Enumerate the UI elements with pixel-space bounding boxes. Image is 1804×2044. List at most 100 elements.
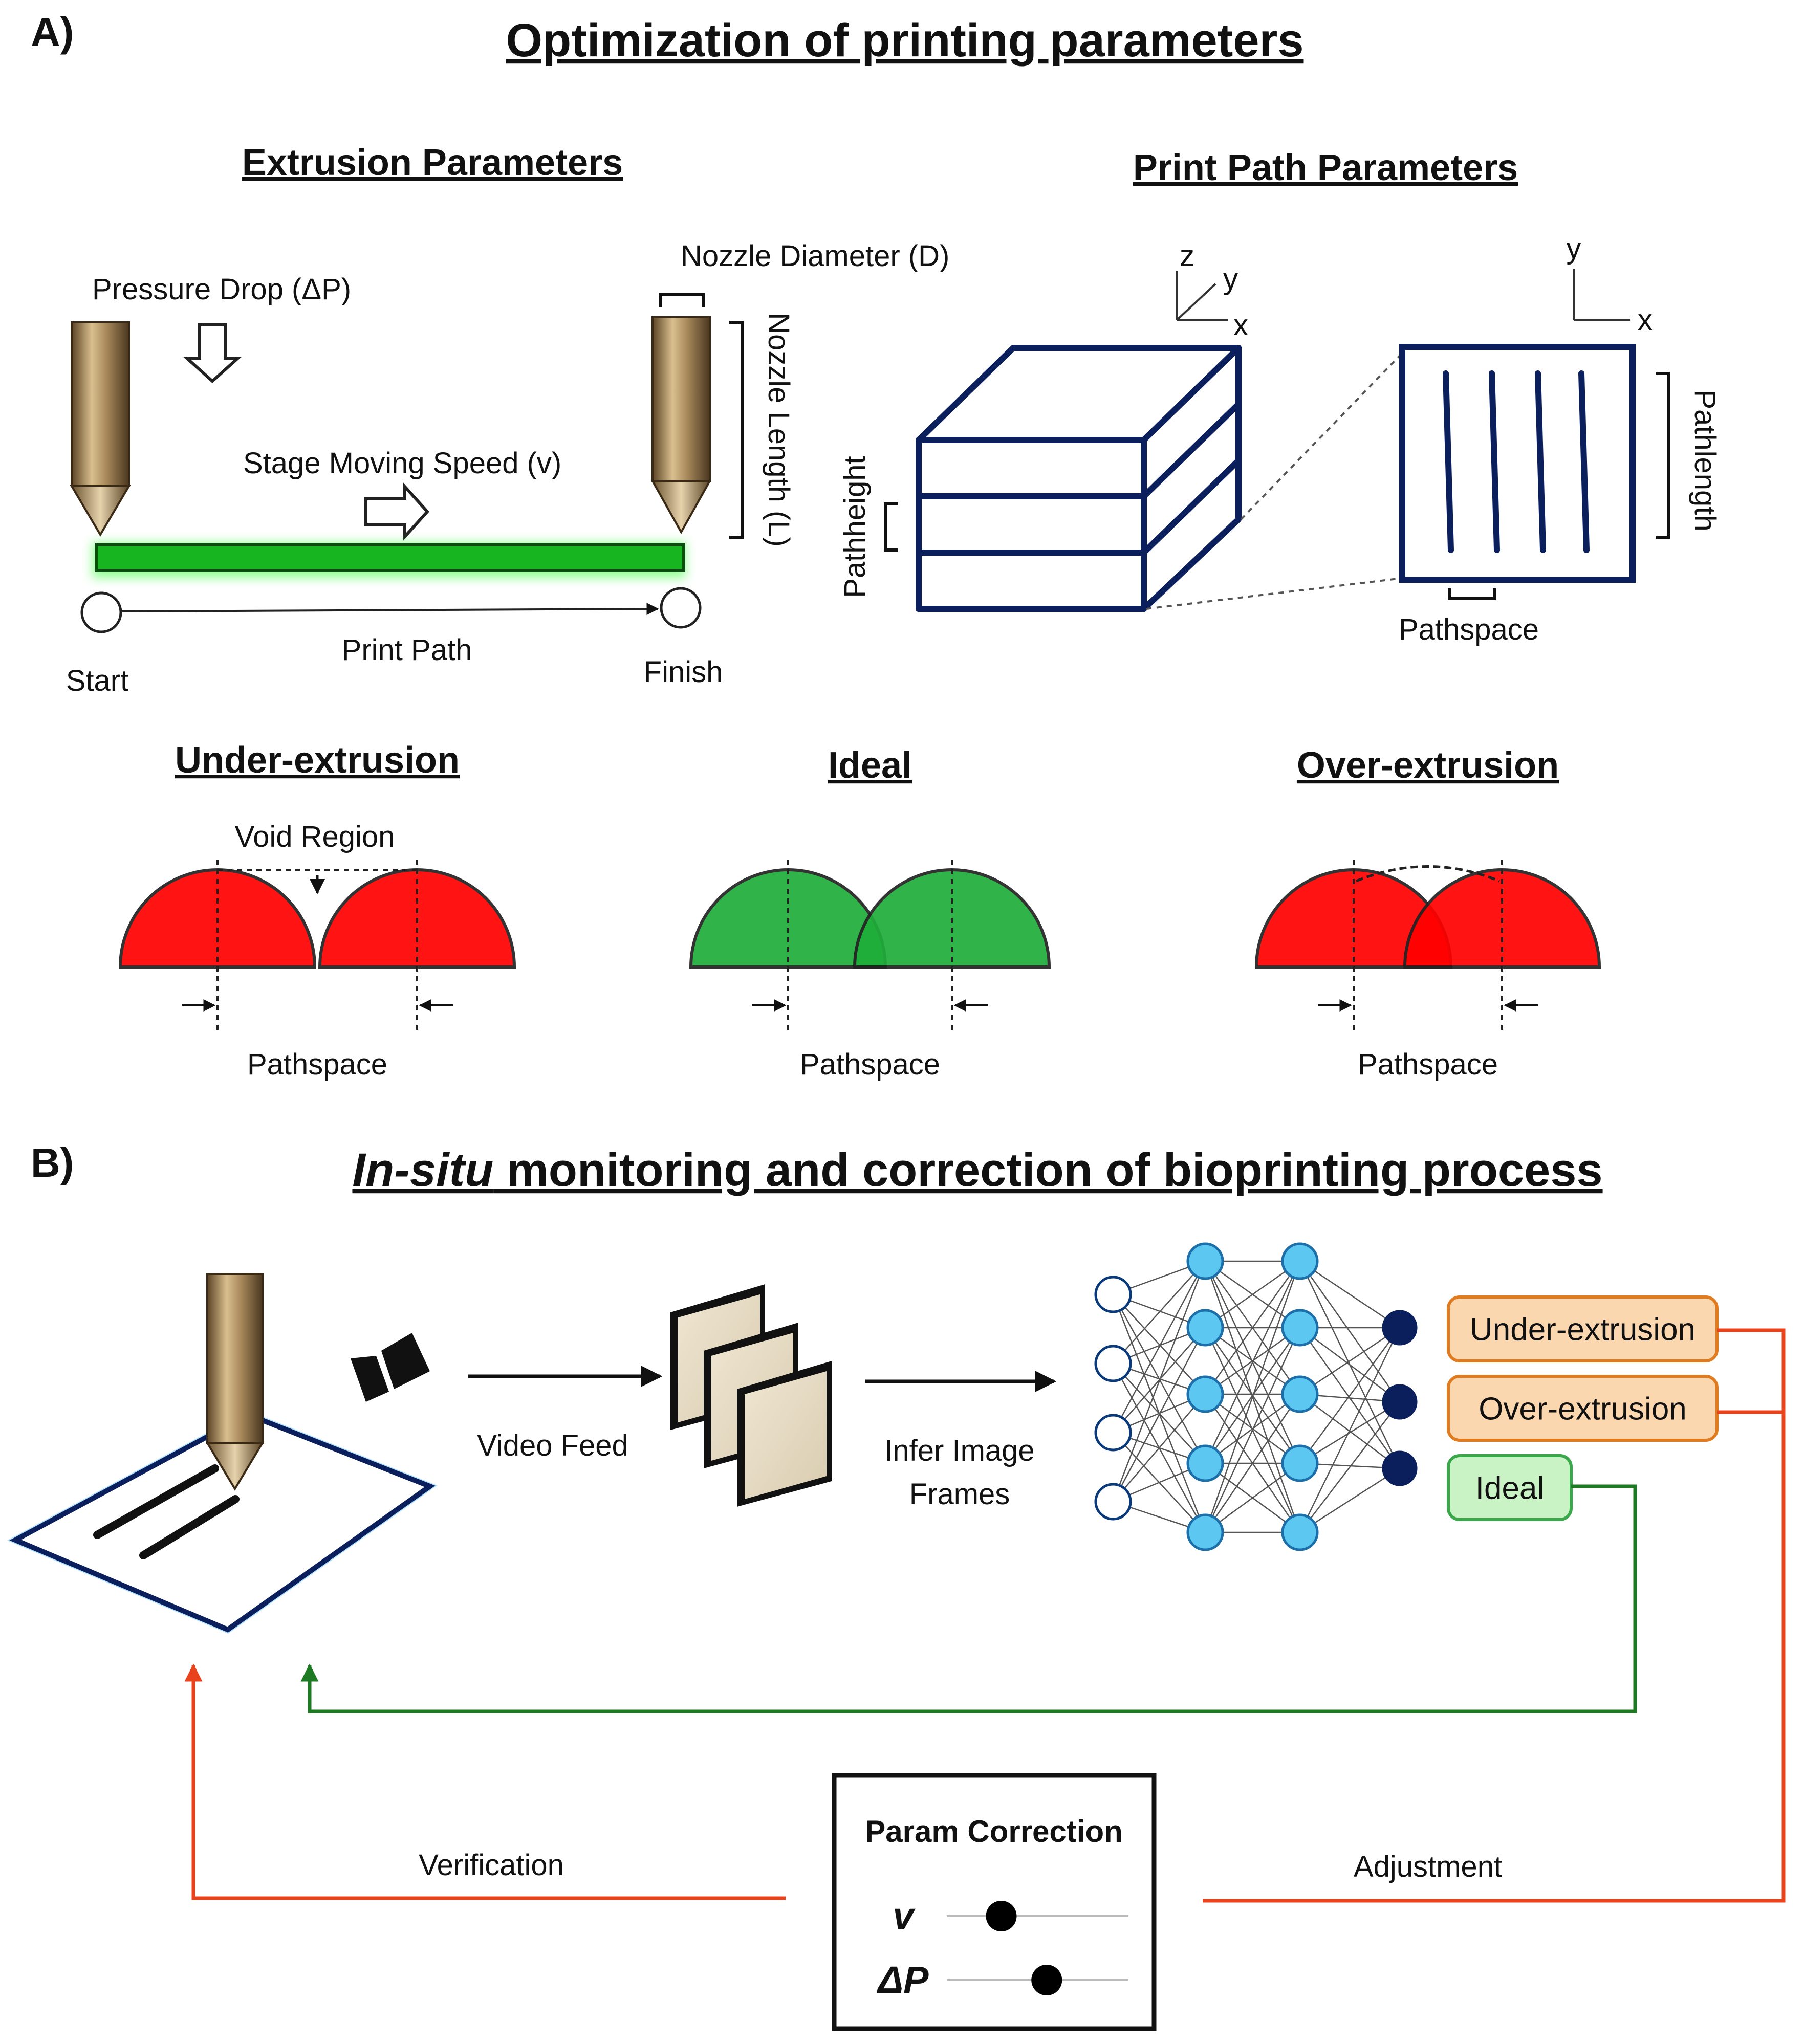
pathspace-bracket — [1448, 588, 1496, 600]
axis-y-3d: y — [1223, 262, 1238, 296]
neural-network — [1094, 1242, 1418, 1551]
nozzle-diameter-bracket — [659, 293, 705, 307]
pathspace-label: Pathspace — [800, 1048, 940, 1081]
param-correction-title: Param Correction — [865, 1814, 1123, 1849]
nn-edge — [1204, 1261, 1301, 1533]
infer-label-line1: Infer Image — [884, 1434, 1034, 1467]
nn-edge — [1299, 1401, 1400, 1464]
nn-edge — [1113, 1294, 1206, 1395]
nn-edge — [1204, 1327, 1301, 1533]
param-slider-2[interactable]: ΔP — [876, 1959, 1128, 2001]
panel-a-letter: A) — [31, 9, 74, 55]
nozzle-length-bracket — [729, 321, 744, 539]
class-box-label: Over-extrusion — [1479, 1392, 1687, 1427]
state-heading: Ideal — [828, 745, 912, 786]
nn-edge — [1205, 1260, 1300, 1329]
print-path-line — [121, 603, 659, 616]
nn-node — [1281, 1375, 1319, 1413]
top-view-square — [1399, 344, 1636, 583]
pressure-drop-label: Pressure Drop (ΔP) — [92, 273, 351, 306]
axes-2d — [1573, 269, 1630, 321]
top-view-paths — [1443, 370, 1590, 553]
class-box-ideal: Ideal — [1447, 1454, 1573, 1521]
start-point — [80, 591, 122, 633]
extruded-filament — [95, 543, 685, 572]
pathlength-bracket — [1656, 372, 1670, 539]
panel-b-title-italic: In-situ — [352, 1144, 493, 1196]
void-region-label: Void Region — [235, 820, 395, 853]
nn-edge — [1113, 1394, 1206, 1502]
param-correction-panel: Param Correction vΔP — [832, 1773, 1157, 2031]
slider-knob[interactable] — [1031, 1965, 1062, 1995]
nn-node — [1186, 1309, 1224, 1347]
stage-speed-arrow — [364, 482, 430, 541]
class-box-under-extrusion: Under-extrusion — [1447, 1295, 1719, 1362]
nn-edge — [1112, 1261, 1206, 1433]
nn-node — [1186, 1444, 1224, 1482]
nn-node — [1382, 1310, 1418, 1346]
stacked-layers-cube — [916, 345, 1242, 612]
panel-a-title: Optimization of printing parameters — [506, 14, 1303, 67]
overlap-outline — [1356, 865, 1500, 883]
image-frames — [670, 1284, 832, 1507]
nn-edge — [1205, 1462, 1300, 1533]
ideal-feedback-line — [300, 1484, 1637, 1713]
nn-edge — [1299, 1467, 1400, 1533]
pathspace-label: Pathspace — [247, 1048, 387, 1081]
class-box-label: Ideal — [1475, 1471, 1544, 1506]
param-sliders: vΔP — [876, 1895, 1128, 2001]
adjustment-label: Adjustment — [1354, 1850, 1502, 1883]
nn-edge — [1299, 1327, 1401, 1533]
nn-node — [1186, 1242, 1224, 1280]
slider-knob[interactable] — [986, 1901, 1017, 1931]
panel-b-title-rest: monitoring and correction of bioprinting… — [493, 1144, 1602, 1196]
finish-label: Finish — [644, 655, 723, 689]
nn-node — [1281, 1242, 1319, 1280]
axis-z-3d: z — [1180, 239, 1194, 273]
nn-node — [1281, 1309, 1319, 1347]
verification-line — [184, 1663, 786, 1900]
nozzle-diameter-label: Nozzle Diameter (D) — [681, 239, 949, 273]
axis-y-2d: y — [1567, 232, 1581, 265]
nn-edge — [1299, 1327, 1400, 1403]
nozzle-length-label: Nozzle Length (L) — [762, 313, 795, 547]
projection-line-bottom — [1146, 577, 1403, 610]
nn-edge — [1204, 1394, 1301, 1533]
nn-edge — [1113, 1261, 1206, 1364]
panel-b-letter: B) — [31, 1140, 74, 1185]
nn-edge — [1299, 1260, 1400, 1329]
class-box-over-extrusion: Over-extrusion — [1447, 1375, 1719, 1442]
nn-edge — [1299, 1261, 1401, 1402]
start-label: Start — [66, 664, 129, 697]
video-feed-label: Video Feed — [477, 1429, 628, 1462]
nn-edge — [1204, 1261, 1301, 1464]
print-bed — [9, 1412, 436, 1633]
printed-line-1 — [93, 1464, 219, 1539]
nn-edge — [1112, 1327, 1206, 1502]
nn-node — [1382, 1384, 1418, 1420]
param-symbol: v — [893, 1895, 916, 1937]
nn-edge — [1112, 1261, 1206, 1502]
adjustment-line — [1203, 1328, 1786, 1903]
nn-node — [1281, 1513, 1319, 1551]
nn-node — [1094, 1483, 1132, 1521]
nozzle-right — [650, 316, 712, 535]
camera-icon — [351, 1333, 430, 1402]
state-heading: Under-extrusion — [175, 740, 460, 781]
pathspace-label-top: Pathspace — [1399, 613, 1539, 646]
verification-label: Verification — [419, 1849, 564, 1882]
param-symbol: ΔP — [876, 1959, 929, 2001]
projection-line-top — [1240, 352, 1403, 520]
nn-node — [1094, 1414, 1132, 1452]
axis-x-3d: x — [1233, 309, 1248, 342]
print-path-heading: Print Path Parameters — [1133, 147, 1518, 188]
nn-node — [1281, 1444, 1319, 1482]
nn-node — [1186, 1513, 1224, 1551]
printed-line-2 — [139, 1495, 240, 1559]
param-slider-1[interactable]: v — [893, 1895, 1128, 1937]
